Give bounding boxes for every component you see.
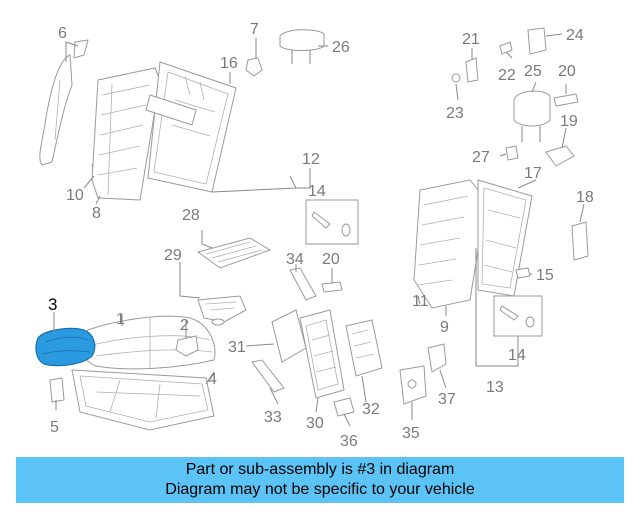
callout-19: 19: [560, 113, 578, 130]
callout-26: 26: [332, 39, 350, 56]
part-20-pin-right: [553, 93, 579, 107]
callout-9: 9: [440, 319, 449, 336]
part-17-seatback-frame-right: [477, 179, 533, 297]
part-9-seatback-right: [413, 179, 487, 309]
callout-32: 32: [362, 401, 380, 418]
callout-5: 5: [50, 419, 59, 436]
part-21-clip: [465, 57, 479, 83]
callout-27: 27: [472, 149, 490, 166]
part-7-guide: [245, 57, 263, 77]
callout-labels: 6 7 16 26 21 24 22 25 20 23 19 27 17 18 …: [48, 21, 594, 450]
callout-10: 10: [66, 187, 84, 204]
part-15-pin: [515, 267, 531, 279]
part-24-guide: [527, 27, 547, 55]
part-1-seat-cushion: [81, 315, 216, 370]
part-14-bolt-kit-right: [493, 295, 543, 337]
info-banner: Part or sub-assembly is #3 in diagram Di…: [16, 457, 624, 503]
part-34-trim-strip: [289, 267, 317, 301]
part-18-bracket: [571, 221, 589, 261]
callout-30: 30: [306, 415, 324, 432]
callout-13: 13: [486, 379, 504, 396]
callout-37: 37: [438, 391, 456, 408]
callout-6: 6: [58, 25, 67, 42]
callout-15: 15: [536, 267, 554, 284]
callout-4: 4: [208, 371, 217, 388]
callout-11: 11: [412, 293, 429, 310]
callout-20-right: 20: [558, 63, 576, 80]
part-30-frame: [299, 309, 345, 399]
part-37-bracket: [427, 343, 447, 373]
callout-8: 8: [92, 205, 101, 222]
leader-lines: [53, 33, 585, 427]
callout-3: 3: [48, 295, 57, 314]
part-25-headrest: [513, 90, 551, 142]
part-6-side-trim: [39, 39, 89, 166]
callout-25: 25: [524, 63, 542, 80]
callout-34: 34: [286, 251, 304, 268]
part-20-fastener: [321, 281, 343, 293]
part-26-headrest: [279, 29, 325, 64]
part-8-seatback-left: [91, 67, 161, 201]
callout-1: 1: [116, 311, 125, 328]
callout-21: 21: [462, 31, 480, 48]
callout-22: 22: [498, 67, 516, 84]
part-35-hinge: [399, 365, 427, 405]
callout-24: 24: [566, 27, 584, 44]
callout-33: 33: [264, 409, 282, 426]
part-16-seatback-frame: [145, 61, 237, 193]
callout-35: 35: [402, 425, 420, 442]
callout-29: 29: [164, 247, 182, 264]
part-22-screw: [499, 41, 513, 55]
callout-7: 7: [250, 21, 259, 38]
callout-18: 18: [576, 189, 594, 206]
part-36-clip: [333, 397, 355, 417]
part-2-hook: [175, 335, 199, 357]
part-29-armrest: [197, 295, 247, 326]
callout-12: 12: [302, 151, 320, 168]
part-27-bushing: [505, 145, 519, 161]
callout-28: 28: [182, 207, 200, 224]
callout-20-center: 20: [322, 251, 340, 268]
diagram-canvas: 6 7 16 26 21 24 22 25 20 23 19 27 17 18 …: [35, 21, 594, 450]
callout-23: 23: [446, 105, 464, 122]
part-33-strip: [251, 359, 285, 393]
part-32-bracket: [345, 319, 383, 377]
part-14-bolt-kit-left: [305, 199, 359, 245]
callout-16: 16: [220, 55, 238, 72]
part-23-washer: [451, 73, 461, 83]
part-3-side-bolster-highlighted: [35, 327, 96, 367]
callout-31: 31: [228, 339, 246, 356]
part-19-latch: [545, 145, 575, 167]
part-5-latch: [49, 377, 65, 403]
banner-line-2: Diagram may not be specific to your vehi…: [165, 481, 475, 498]
part-4-seat-frame: [71, 369, 215, 431]
callout-36: 36: [340, 433, 358, 450]
banner-line-1: Part or sub-assembly is #3 in diagram: [185, 461, 455, 478]
part-28-armrest-cover: [196, 237, 272, 269]
callout-14-top: 14: [308, 183, 326, 200]
callout-2: 2: [180, 317, 189, 334]
callout-17: 17: [524, 165, 542, 182]
callout-14-right: 14: [508, 347, 526, 364]
